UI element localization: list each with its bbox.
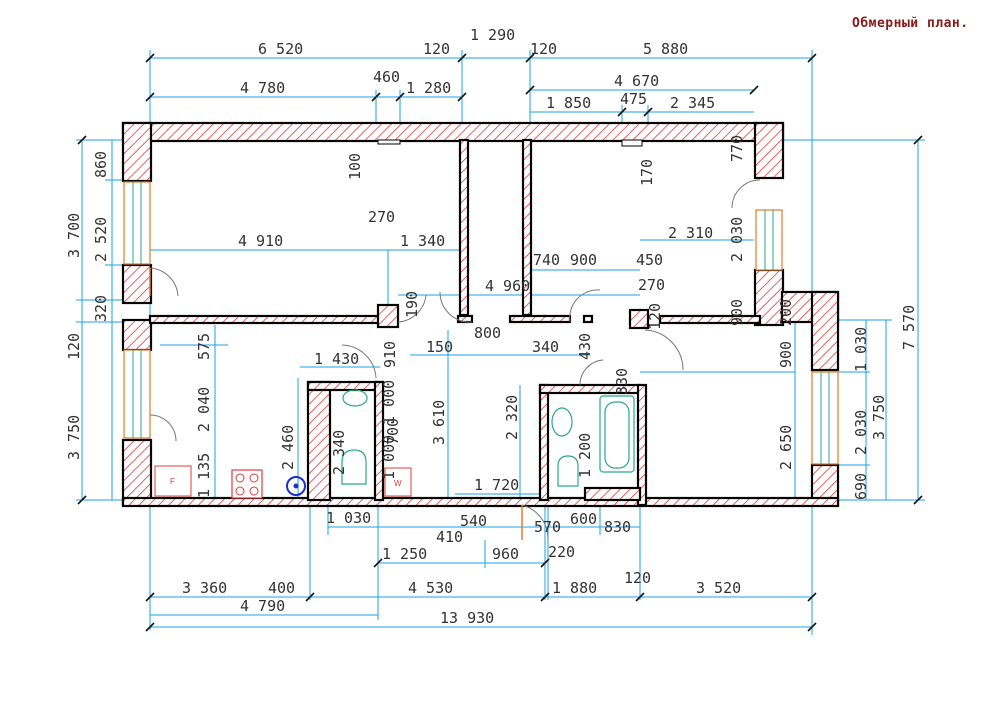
dim-int-12: 150 [426, 338, 453, 356]
dim-bottom-row2-c: 960 [492, 545, 519, 563]
fixtures [154, 389, 635, 499]
dim-top-row1-c: 120 [530, 40, 557, 58]
dim-top-row1-d: 5 880 [643, 40, 688, 58]
dim-bottom-row3-b: 400 [268, 579, 295, 597]
dim-top-row3-c: 2 345 [670, 94, 715, 112]
dim-bottom-row3-e: 120 [624, 569, 651, 587]
stove-label: F [170, 477, 175, 486]
dim-int-11: 800 [474, 324, 501, 342]
dim-int-4: 4 960 [485, 277, 530, 295]
dim-left-3: 320 [92, 295, 110, 322]
dim-left-10: 2 340 [330, 430, 348, 475]
dim-left-4: 120 [65, 333, 83, 360]
dim-int-20: 430 [576, 333, 594, 360]
dim-int-22: 2 320 [503, 395, 521, 440]
dim-int-10: 190 [403, 291, 421, 318]
dim-top-row3-b: 475 [620, 90, 647, 108]
dim-right-0: 1 030 [852, 327, 870, 372]
dim-bottom-row3-a: 3 360 [182, 579, 227, 597]
dim-int-27: 2 030 [728, 217, 746, 262]
dim-left-1: 3 700 [65, 213, 83, 258]
dim-top-row2-a: 460 [373, 68, 400, 86]
doors [149, 179, 761, 541]
dim-bottom-row2-a: 410 [436, 528, 463, 546]
dim-int-9: 270 [638, 276, 665, 294]
dim-left-0: 860 [92, 151, 110, 178]
dim-int-14: 910 [381, 341, 399, 368]
dim-right-4: 690 [852, 473, 870, 500]
dim-top-row2-b: 4 780 [240, 79, 285, 97]
dim-left-5: 575 [195, 333, 213, 360]
dim-int-31: 900 [777, 341, 795, 368]
dim-top-row1-b: 120 [423, 40, 450, 58]
dim-top-overall: 1 290 [470, 26, 515, 44]
dim-top-row1-a: 6 520 [258, 40, 303, 58]
dim-left-2: 2 520 [92, 217, 110, 262]
dim-left-7: 3 750 [65, 415, 83, 460]
dimension-labels: 1 290 6 520 120 120 5 880 460 4 780 1 28… [65, 26, 918, 627]
dim-right-3: 2 030 [852, 410, 870, 455]
dim-int-7: 450 [636, 251, 663, 269]
dim-int-17: 3 610 [430, 400, 448, 445]
dim-int-21: 330 [613, 368, 631, 395]
dim-int-32: 2 650 [777, 425, 795, 470]
dim-bottom-row1-c: 570 [534, 518, 561, 536]
dim-int-23: 1 200 [576, 433, 594, 478]
dim-int-25: 170 [638, 159, 656, 186]
dim-left-9: 2 460 [279, 425, 297, 470]
dim-bottom-overall: 13 930 [440, 609, 494, 627]
windows [123, 139, 839, 465]
dim-top-row2-d: 4 670 [614, 72, 659, 90]
dim-int-26: 770 [728, 135, 746, 162]
dim-right-2: 3 750 [870, 395, 888, 440]
dim-int-19: 1 000 [380, 435, 398, 480]
dim-bottom-row3-d: 1 880 [552, 579, 597, 597]
dim-int-8: 2 310 [668, 224, 713, 242]
dim-left-6: 2 040 [195, 387, 213, 432]
boiler-label: W [394, 479, 402, 488]
dim-top-row2-c: 1 280 [406, 79, 451, 97]
dim-bottom-row1-a: 1 030 [326, 509, 371, 527]
dim-bottom-row1-d: 600 [570, 510, 597, 528]
dim-bottom-row1-e: 830 [604, 518, 631, 536]
dim-int-3: 1 340 [400, 232, 445, 250]
dim-left-8: 1 135 [195, 453, 213, 498]
plan-title: Обмерный план. [852, 16, 969, 31]
dim-int-0: 100 [346, 153, 364, 180]
dim-int-28: 900 [728, 299, 746, 326]
dim-int-30: 120 [646, 303, 664, 330]
dim-top-row3-a: 1 850 [546, 94, 591, 112]
dimension-ticks [77, 53, 923, 632]
dim-int-13: 340 [532, 338, 559, 356]
dim-bottom-row2-b: 1 250 [382, 545, 427, 563]
dim-bottom-row3-c: 4 530 [408, 579, 453, 597]
dim-int-24: 1 720 [474, 476, 519, 494]
dim-bottom-row1-b: 540 [460, 512, 487, 530]
dim-int-1: 270 [368, 208, 395, 226]
dim-int-29: 200 [777, 299, 795, 326]
dim-bottom-row4-a: 4 790 [240, 597, 285, 615]
dim-bottom-row2-d: 220 [548, 543, 575, 561]
dim-bottom-row3-f: 3 520 [696, 579, 741, 597]
dim-int-18: 700 [384, 418, 402, 445]
dim-int-16: 1 000 [380, 380, 398, 425]
dim-int-6: 900 [570, 251, 597, 269]
dim-int-15: 1 430 [314, 350, 359, 368]
dim-right-1: 7 570 [900, 305, 918, 350]
dim-int-5: 740 [533, 251, 560, 269]
dimension-lines [76, 50, 925, 635]
dim-int-2: 4 910 [238, 232, 283, 250]
